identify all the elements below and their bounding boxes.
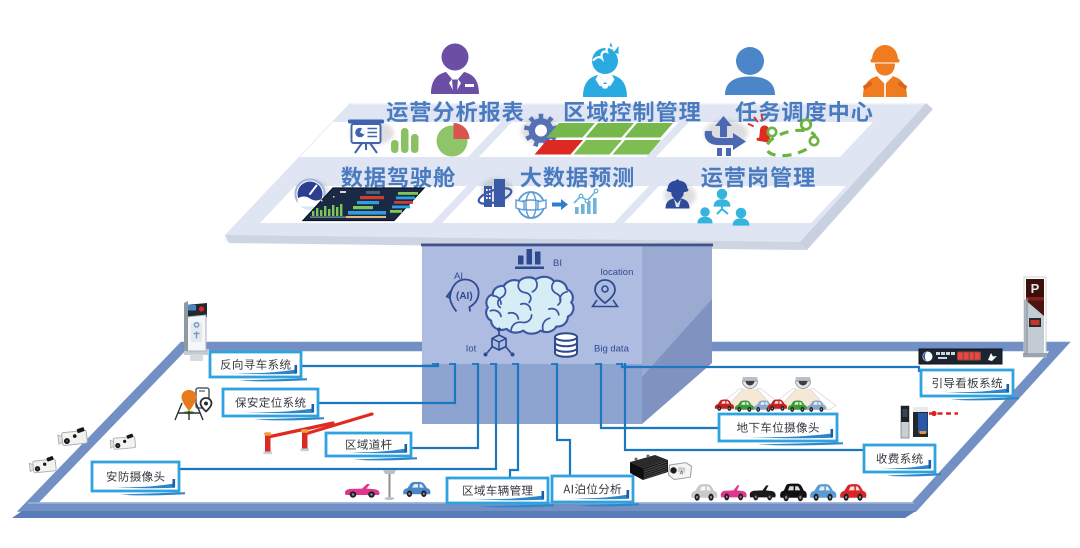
svg-text:Big data: Big data (594, 344, 630, 355)
svg-text:A: A (679, 470, 684, 476)
svg-text:location: location (601, 267, 634, 278)
svg-text:(AI): (AI) (456, 291, 473, 302)
svg-text:P: P (1031, 281, 1040, 296)
svg-text:Iot: Iot (466, 344, 477, 355)
svg-text:AI: AI (454, 271, 463, 282)
svg-text:BI: BI (553, 258, 562, 269)
